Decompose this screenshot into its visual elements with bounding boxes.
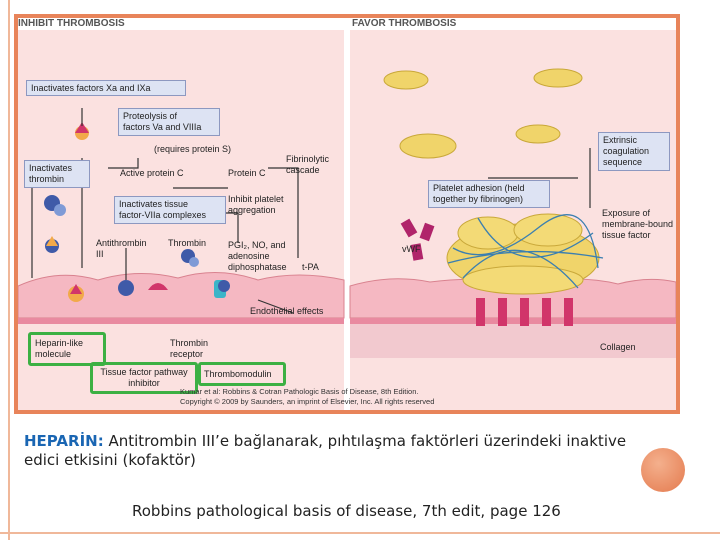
collagen-layer [350,324,676,358]
decorative-orb [641,448,685,492]
exposure-line-2: membrane-bound [602,219,674,229]
proteolysis-line-1: Proteolysis of [123,111,178,121]
thrombomodulin-box: Thrombomodulin [198,362,286,386]
pgi2-line-2: adenosine [228,251,270,261]
tfpi-line-2: inhibitor [128,378,160,388]
thrombomodulin-text: Thrombomodulin [204,369,272,379]
right-basement-membrane [350,318,676,324]
copyright-line-2: Copyright © 2009 by Saunders, an imprint… [180,397,435,406]
collagen-label: Collagen [600,342,636,352]
figure-frame: INHIBIT THROMBOSIS FAVOR THROMBOSIS Inac… [14,14,680,414]
caption-highlight: HEPARİN: [24,432,104,450]
inactivates-factors-text: Inactivates factors Xa and IXa [31,83,151,93]
vwf-shapes [400,218,435,261]
left-basement-membrane [18,318,344,324]
tfpi-line-1: Tissue factor pathway [100,367,188,377]
extrinsic-line-1: Extrinsic [603,135,638,145]
panel-divider [344,18,350,410]
heparin-line-2: molecule [35,349,72,359]
pgi2-line-3: diphosphatase [228,262,287,272]
platelet-shape [383,70,429,90]
exposure-line-1: Exposure of [602,208,651,218]
tpa-label: t-PA [302,262,319,272]
bottom-decorative-rule [0,532,720,534]
thrombin-receptor-line-2: receptor [170,349,204,359]
vwf-label: vWF [402,244,421,254]
thrombin-label: Thrombin [168,238,207,248]
thrombus-clump [446,213,604,295]
fibrinolytic-line-1: Fibrinolytic [286,154,330,164]
requires-protein-s-label: (requires protein S) [154,144,232,154]
copyright-notice: Kumar et al: Robbins & Cotran Pathologic… [180,387,434,407]
antithrombin-line-2: III [96,249,104,259]
slide-caption: HEPARİN: Antitrombin III’e bağlanarak, p… [24,432,664,470]
favor-thrombosis-heading: FAVOR THROMBOSIS [352,18,457,29]
inactivates-thrombin-line-1: Inactivates [29,163,73,173]
left-decorative-rule [8,0,10,540]
platelet-adhesion-line-1: Platelet adhesion (held [433,183,525,193]
fibrinolytic-line-2: cascade [286,165,320,175]
inactivates-tf-line-2: factor-VIIa complexes [119,210,207,220]
thrombin-receptor-line-1: Thrombin [170,338,209,348]
endothelial-effects-label: Endothelial effects [250,306,324,316]
molecule-glyphs [44,122,230,302]
inactivates-thrombin-line-2: thrombin [29,174,65,184]
heparin-line-1: Heparin-like [35,338,84,348]
extrinsic-line-3: sequence [603,157,643,167]
pgi2-line-1: PGI₂, NO, and [228,240,286,250]
left-heading-band [18,18,344,30]
proteolysis-line-2: factors Va and VIIIa [123,122,202,132]
inactivates-tf-line-1: Inactivates tissue [119,199,189,209]
antithrombin-line-1: Antithrombin [96,238,147,248]
pathway-arrows [31,108,591,314]
inactivates-factors-label: Inactivates factors Xa and IXa [26,80,186,96]
platelet-shape [533,68,583,88]
protein-c-label: Protein C [228,168,266,178]
platelet-shape [399,133,457,159]
caption-text: Antitrombin III’e bağlanarak, pıhtılaşma… [24,432,627,469]
collagen-pegs [476,298,573,326]
platelet-adhesion-line-2: together by fibrinogen) [433,194,524,204]
inhibit-platelet-line-2: aggregation [228,205,276,215]
left-endothelium [18,272,345,319]
platelet-shape [515,124,561,144]
inhibit-thrombosis-heading: INHIBIT THROMBOSIS [18,18,125,29]
inhibit-platelet-line-1: Inhibit platelet [228,194,284,204]
right-heading-band [350,18,676,30]
active-protein-c-label: Active protein C [120,168,184,178]
slide-reference: Robbins pathological basis of disease, 7… [132,502,561,520]
copyright-line-1: Kumar et al: Robbins & Cotran Pathologic… [180,387,419,396]
extrinsic-line-2: coagulation [603,146,650,156]
figure-svg [18,18,676,410]
thrombosis-figure: INHIBIT THROMBOSIS FAVOR THROMBOSIS Inac… [18,18,676,410]
exposure-line-3: tissue factor [602,230,651,240]
